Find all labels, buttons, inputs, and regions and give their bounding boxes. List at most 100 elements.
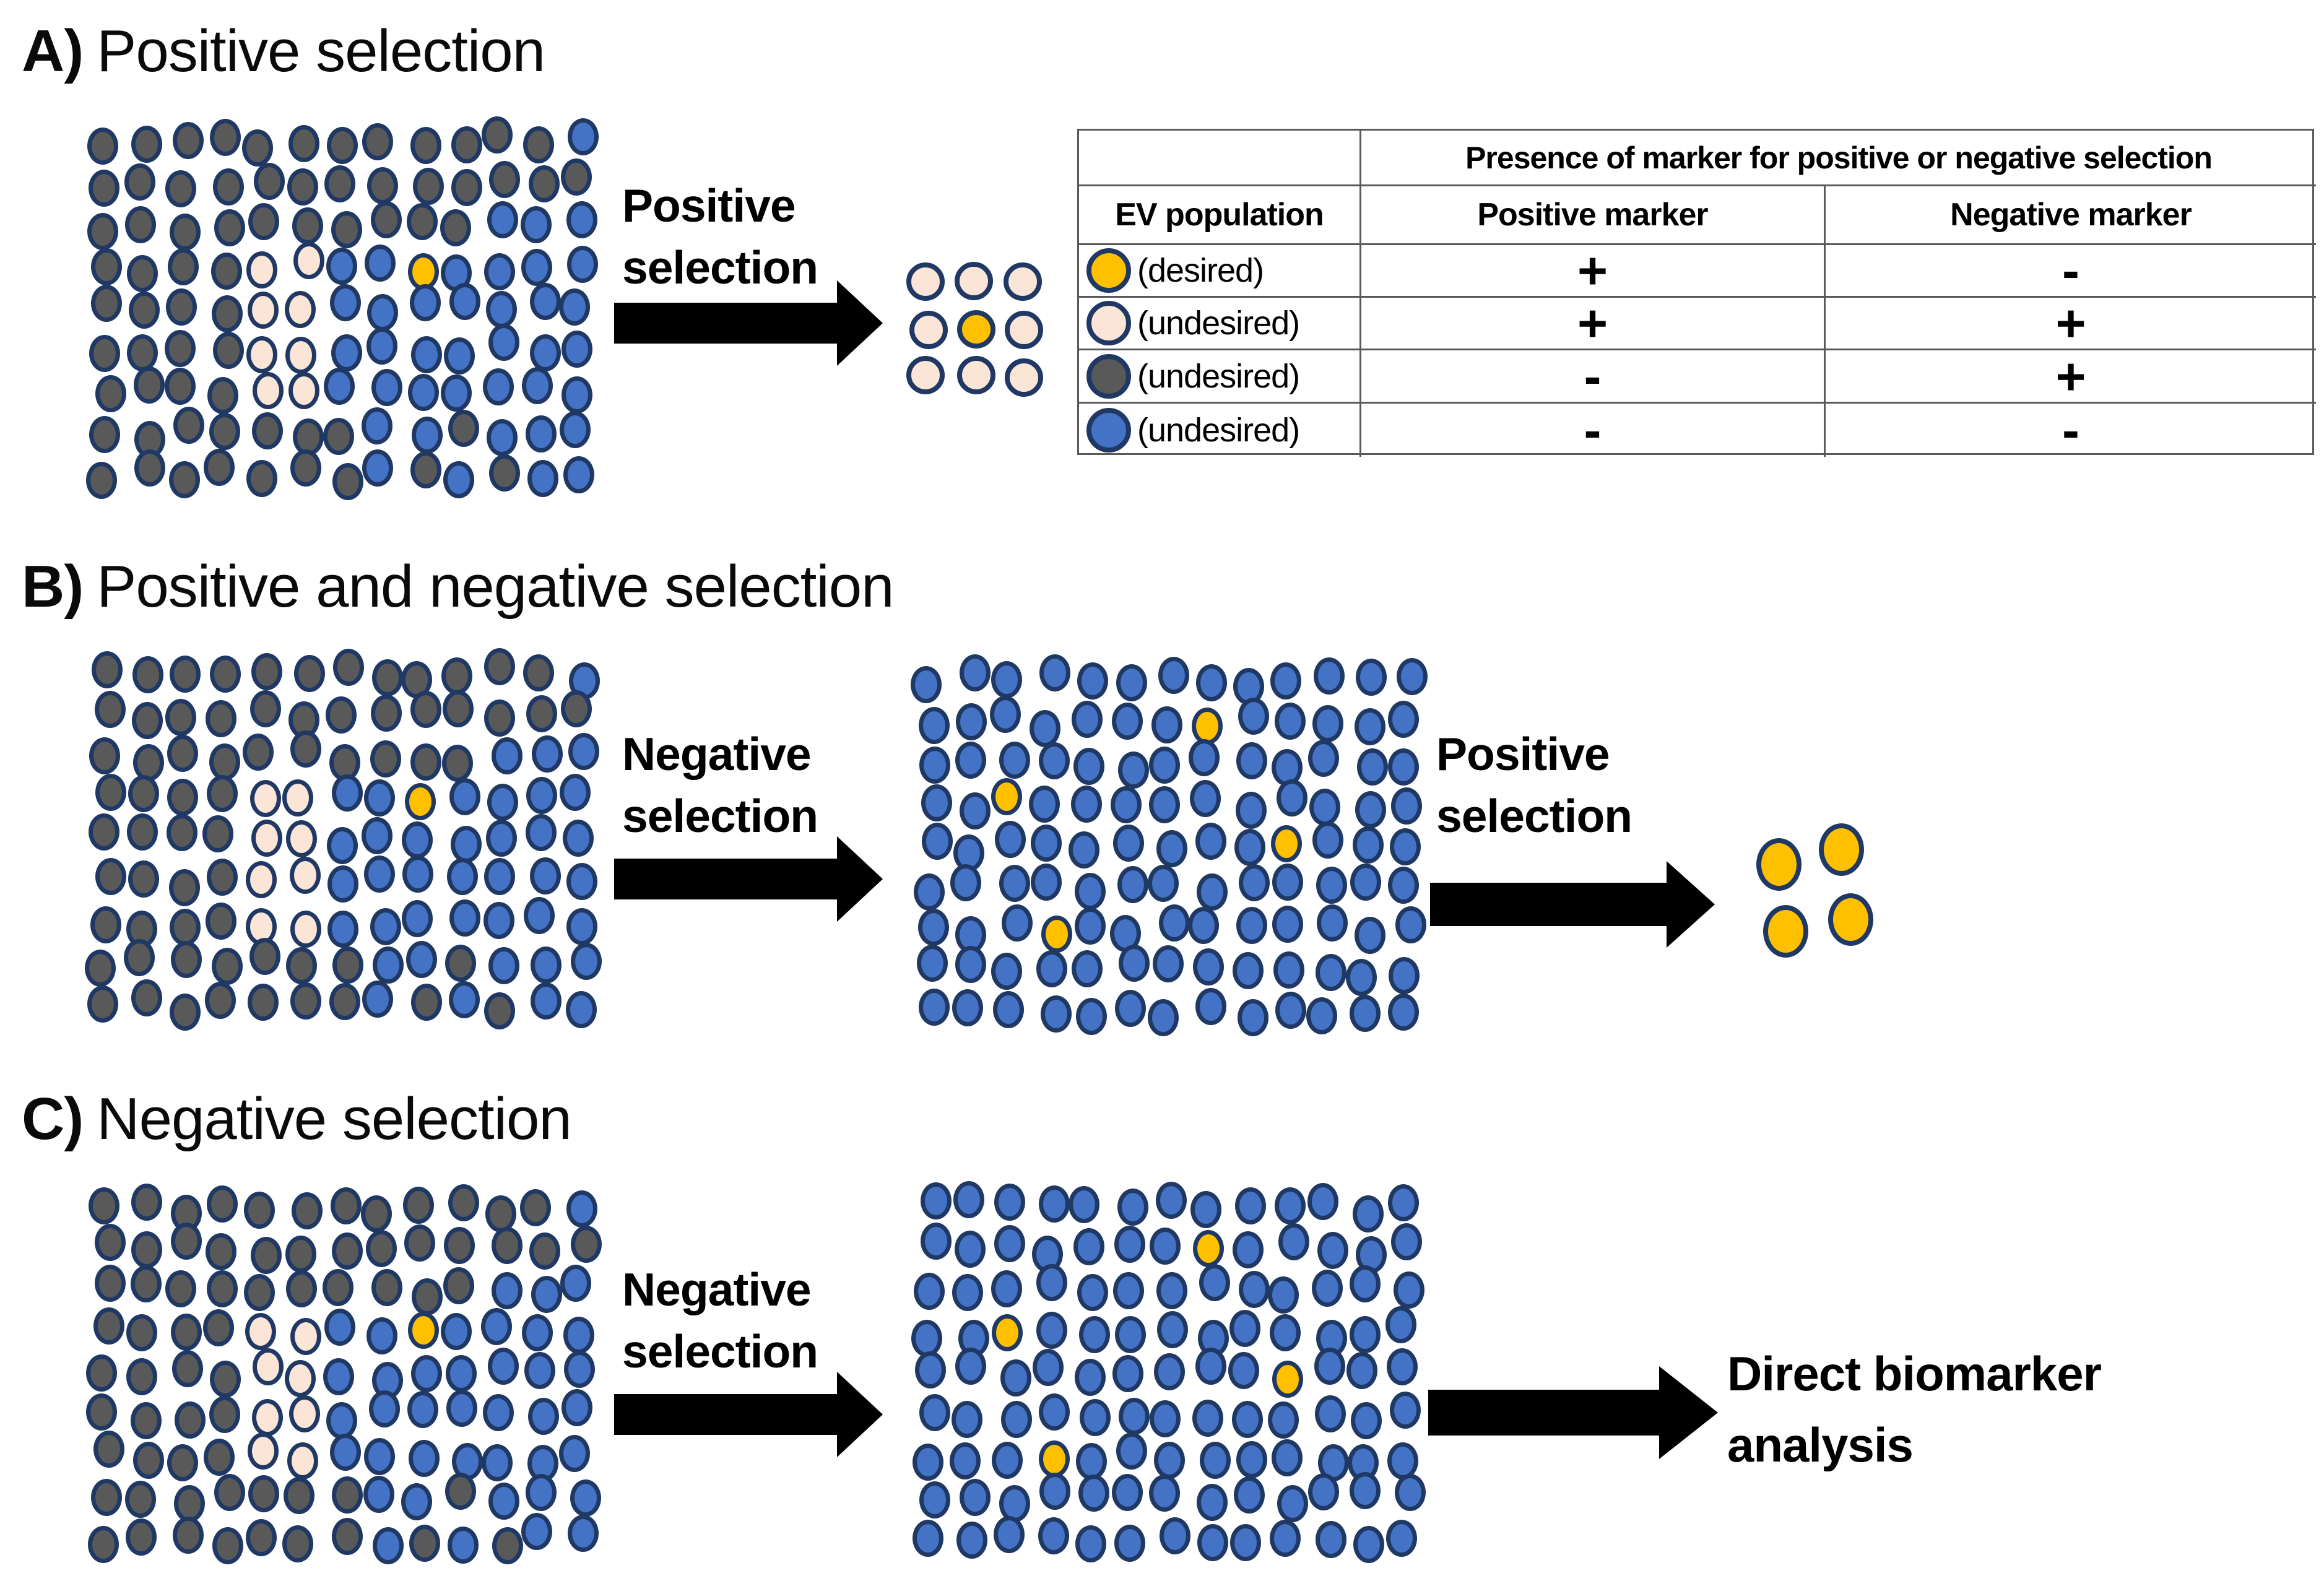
ev-dot-blue xyxy=(530,857,561,894)
arrow-head xyxy=(1667,861,1715,948)
ev-dot-gray xyxy=(134,449,166,487)
ev-dot-gray xyxy=(442,690,474,728)
ev-dot-gray xyxy=(484,700,516,737)
ev-dot-blue xyxy=(919,1394,950,1432)
ev-dot-blue xyxy=(1110,786,1142,823)
ev-dot-gray xyxy=(570,1226,602,1263)
ev-dot-gray xyxy=(89,813,120,851)
ev-dot-blue xyxy=(1388,1184,1420,1221)
ev-dot-blue xyxy=(953,1181,985,1219)
ev-dot-blue xyxy=(362,449,393,487)
ev-dot-blue xyxy=(529,334,561,371)
ev-dot-gray xyxy=(323,417,354,455)
ev-dot-blue xyxy=(918,908,950,946)
ev-dot-blue xyxy=(1309,789,1341,826)
ev-dot-gray xyxy=(214,209,246,247)
ev-dot-gray xyxy=(165,170,197,208)
ev-dot-blue xyxy=(1272,1439,1303,1476)
ev-dot-cream xyxy=(955,262,994,301)
ev-dot-blue xyxy=(1236,907,1268,944)
ev-dot-blue xyxy=(1238,698,1269,735)
ev-dot-blue xyxy=(920,1223,952,1260)
ev-dot-blue xyxy=(950,1442,981,1480)
arrow-label-line1: Negative xyxy=(622,1263,812,1315)
ev-dot-blue xyxy=(1233,1476,1265,1514)
ev-dot-blue xyxy=(481,1444,513,1481)
ev-dot-gray xyxy=(95,1224,126,1262)
ev-dot-blue xyxy=(1158,657,1189,695)
ev-dot-blue xyxy=(1075,1359,1106,1396)
ev-dot-cream xyxy=(909,311,948,350)
ev-dot-cream xyxy=(285,1359,316,1397)
ev-dot-blue xyxy=(561,1389,593,1427)
table-empty-corner-cell xyxy=(1079,131,1361,186)
ev-dot-blue xyxy=(994,1225,1025,1263)
ev-dot-blue xyxy=(959,1479,991,1517)
ev-dot-blue xyxy=(1114,1525,1145,1562)
ev-dot-blue xyxy=(922,823,953,860)
ev-dot-gray xyxy=(247,983,279,1021)
ev-dot-blue xyxy=(324,367,355,405)
ev-dot-cream xyxy=(957,355,996,394)
ev-dot-blue xyxy=(520,206,552,244)
ev-dot-gray xyxy=(205,982,236,1019)
ev-dot-blue xyxy=(1150,1400,1181,1438)
ev-dot-cream xyxy=(1003,262,1042,301)
ev-dot-gray xyxy=(94,1264,126,1302)
ev-dot-gray xyxy=(202,815,234,853)
ev-dot-blue xyxy=(1118,1398,1150,1436)
ev-dot-blue xyxy=(448,981,480,1018)
ev-dot-blue xyxy=(1000,1401,1032,1439)
ev-dot-gray xyxy=(212,1527,244,1565)
gray-ev-icon xyxy=(1086,353,1131,399)
ev-dot-blue xyxy=(1112,1474,1143,1512)
ev-dot-blue xyxy=(1275,1187,1306,1224)
ev-dot-blue xyxy=(991,1270,1022,1307)
ev-dot-gray xyxy=(89,335,121,373)
ev-dot-blue xyxy=(1112,1354,1143,1392)
ev-dot-blue xyxy=(1353,1195,1384,1232)
ev-dot-gray xyxy=(93,1307,124,1345)
ev-dot-blue xyxy=(1040,995,1072,1033)
ev-dot-blue xyxy=(1195,987,1227,1025)
ev-dot-blue xyxy=(1156,1310,1188,1348)
ev-dot-gray xyxy=(448,1184,480,1222)
ev-dot-gray xyxy=(529,1232,560,1270)
ev-dot-gray xyxy=(206,903,237,940)
ev-dot-gray xyxy=(127,813,158,851)
arrow-label-line1: Positive xyxy=(1436,728,1610,780)
ev-dot-blue xyxy=(1390,828,1421,866)
ev-dot-blue xyxy=(1277,1485,1309,1523)
ev-dot-blue xyxy=(1001,904,1033,942)
ev-dot-blue xyxy=(1273,951,1305,989)
ev-dot-blue xyxy=(1039,1393,1070,1431)
arrow-positive-selection-b xyxy=(1430,861,1715,948)
ev-dot-gray xyxy=(90,906,122,943)
ev-dot-gray xyxy=(131,1184,162,1221)
ev-dot-blue xyxy=(1030,825,1062,862)
panel-a-title: A)Positive selection xyxy=(22,17,545,85)
ev-dot-blue xyxy=(563,1350,595,1388)
ev-dot-gray xyxy=(164,329,196,367)
ev-dot-blue xyxy=(1307,1473,1339,1511)
ev-dot-cream xyxy=(251,819,282,857)
ev-dot-gray xyxy=(126,1518,157,1556)
ev-dot-blue xyxy=(526,814,557,852)
ev-dot-blue xyxy=(324,1308,355,1346)
ev-dot-gray xyxy=(254,162,285,200)
ev-dot-blue xyxy=(487,201,519,238)
ev-dot-blue xyxy=(1235,1187,1267,1225)
ev-dot-blue xyxy=(1317,1231,1349,1269)
ev-dot-blue xyxy=(994,821,1026,859)
arrow-head xyxy=(837,836,883,922)
ev-dot-blue xyxy=(1195,1347,1227,1385)
ev-dot-gray xyxy=(94,691,126,729)
ev-dot-gray xyxy=(211,948,243,985)
ev-dot-blue xyxy=(921,784,953,822)
ev-dot-gray xyxy=(372,659,404,697)
ev-dot-blue xyxy=(1116,1432,1147,1470)
ev-dot-blue xyxy=(1197,1319,1229,1357)
ev-dot-gray xyxy=(285,1236,317,1273)
ev-dot-cream xyxy=(249,780,281,817)
ev-dot-blue xyxy=(914,873,945,911)
